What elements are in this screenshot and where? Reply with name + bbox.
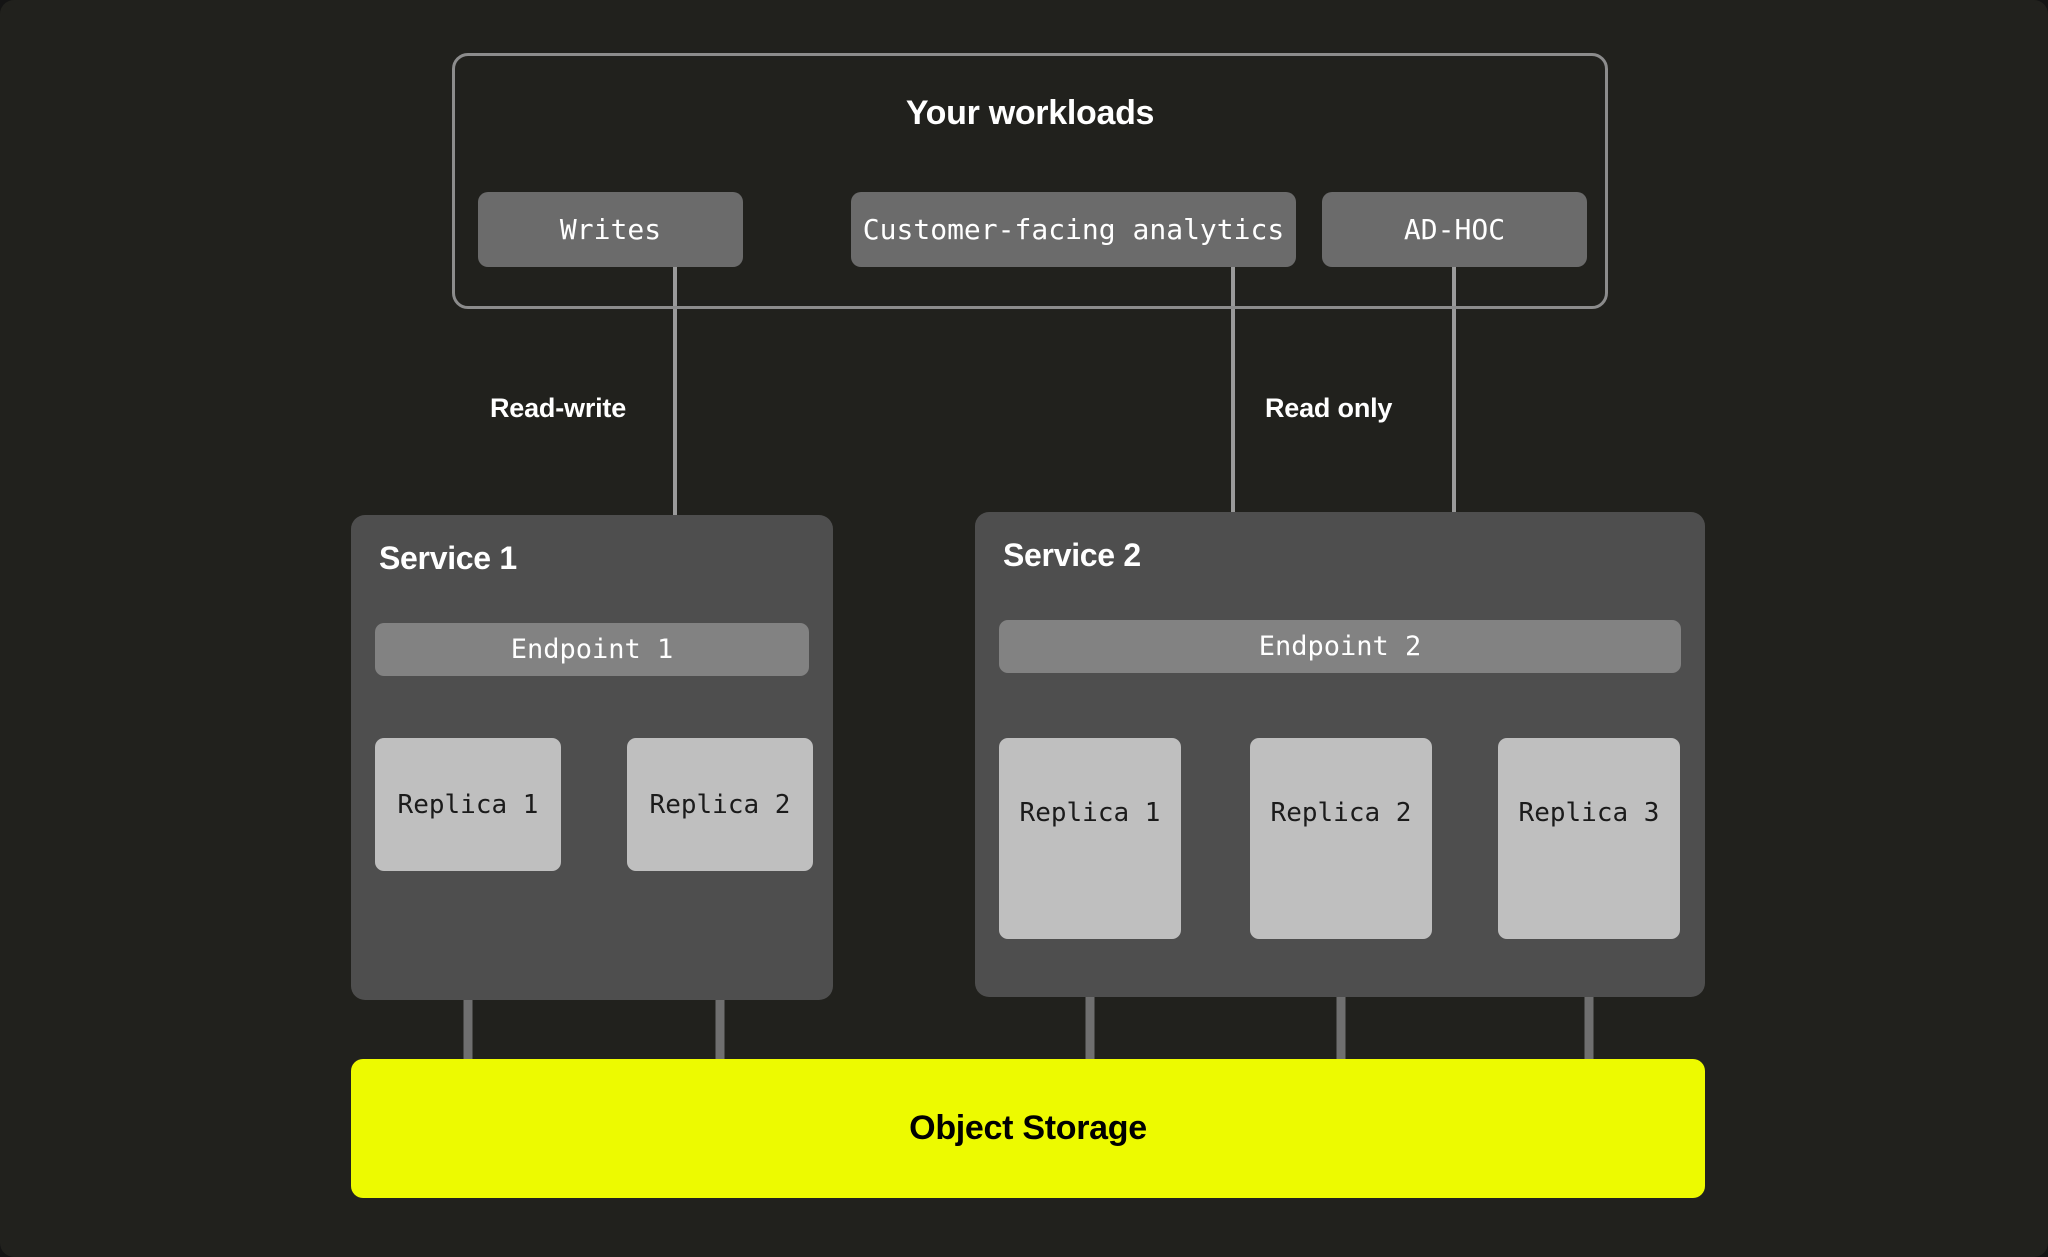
workload-chip-ad-hoc[interactable]: AD-HOC <box>1322 192 1587 267</box>
service-1-endpoint[interactable]: Endpoint 1 <box>375 623 809 676</box>
workload-chip-customer-facing-analytics[interactable]: Customer-facing analytics <box>851 192 1296 267</box>
service-1-replica-1[interactable]: Replica 1 <box>375 738 561 871</box>
service-2-container: Service 2 Endpoint 2 Replica 1 Replica 2… <box>975 512 1705 997</box>
service-2-replica-3[interactable]: Replica 3 <box>1498 738 1680 939</box>
workload-chip-writes[interactable]: Writes <box>478 192 743 267</box>
service-1-title: Service 1 <box>379 540 517 576</box>
object-storage-bar[interactable]: Object Storage <box>351 1059 1705 1198</box>
flow-label-read-write: Read-write <box>490 393 627 423</box>
flow-label-read-only: Read only <box>1265 393 1393 423</box>
service-1-container: Service 1 Endpoint 1 Replica 1 Replica 2 <box>351 515 833 1000</box>
service-2-endpoint[interactable]: Endpoint 2 <box>999 620 1681 673</box>
workloads-group: Your workloads <box>452 53 1608 309</box>
service-2-replica-2[interactable]: Replica 2 <box>1250 738 1432 939</box>
service-2-replica-1[interactable]: Replica 1 <box>999 738 1181 939</box>
service-1-replica-2[interactable]: Replica 2 <box>627 738 813 871</box>
workloads-title: Your workloads <box>905 94 1155 132</box>
service-2-title: Service 2 <box>1003 537 1141 573</box>
